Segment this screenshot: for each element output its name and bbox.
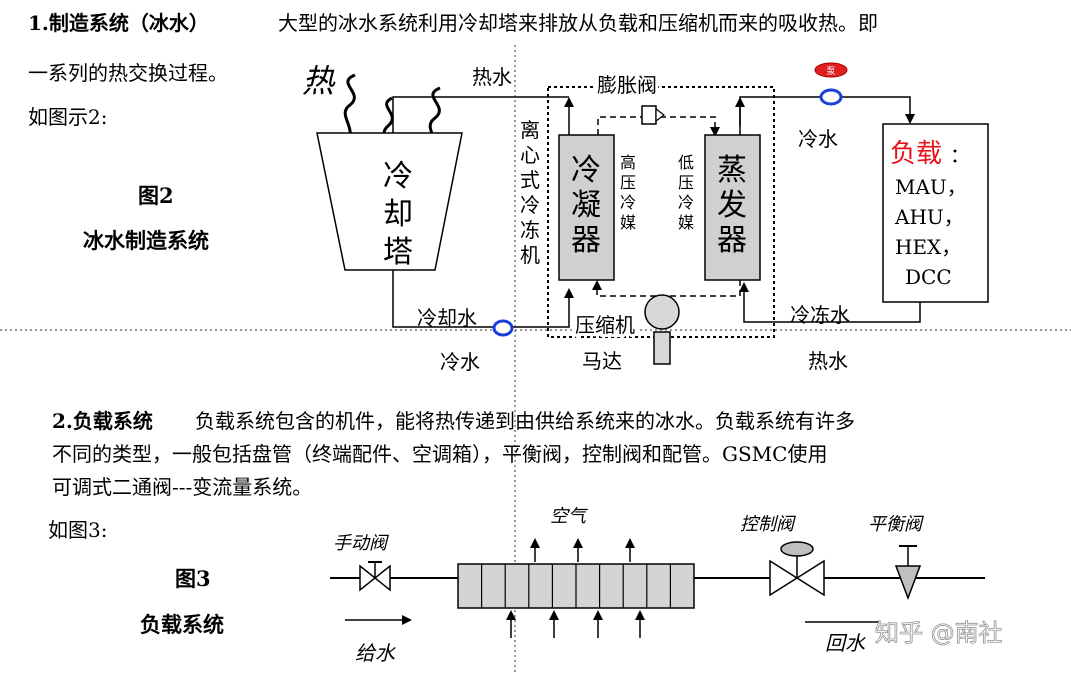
air-arrows-up <box>530 538 635 562</box>
supply-pump-icon <box>819 88 843 106</box>
evaporator-label: 蒸 发 器 <box>717 153 747 258</box>
figure2-title: 冰水制造系统 <box>83 228 209 253</box>
supply-water-label: 给水 <box>355 641 396 665</box>
compressor-label-bg: 压缩机 <box>575 313 635 337</box>
steam-wave-1 <box>343 73 356 144</box>
load-item-hex: HEX， <box>895 235 961 259</box>
pump-badge-label: 泵 <box>826 66 835 77</box>
load-item-ahu: AHU， <box>894 205 964 229</box>
svg-text:媒: 媒 <box>678 213 694 232</box>
expansion-valve-label-bg: 膨胀阀 <box>597 73 657 97</box>
cooling-water-pump-icon <box>492 319 514 337</box>
load-box <box>882 123 989 303</box>
figure2-number: 图2 <box>138 183 174 208</box>
chilled-water-return-pipe <box>739 282 921 323</box>
cooling-water-label: 冷却水 <box>417 306 477 330</box>
cold-water-top-label: 冷水 <box>798 127 838 151</box>
control-valve-actuator-icon <box>780 541 814 557</box>
svg-text:离: 离 <box>520 118 540 142</box>
svg-text:凝: 凝 <box>571 188 601 223</box>
refrigerant-low-to-high-line <box>592 280 741 297</box>
expansion-valve-label: 膨胀阀 <box>597 73 657 97</box>
balance-valve-label: 平衡阀 <box>868 514 924 535</box>
section2-para-line1: 负载系统包含的机件，能将热传递到由供给系统来的冰水。负载系统有许多 <box>195 409 855 433</box>
compressor-label: 压缩机 <box>575 313 635 337</box>
motor-icon <box>653 331 671 365</box>
svg-text:低: 低 <box>678 153 694 172</box>
coil-dividers <box>481 564 672 608</box>
pump-badge-icon <box>814 62 848 78</box>
load-item-mau: MAU， <box>895 175 967 199</box>
return-water-label: 回水 <box>825 631 866 655</box>
expansion-valve-icon <box>641 105 657 125</box>
balance-valve-icon <box>894 565 922 601</box>
condenser <box>558 134 615 281</box>
section1-intro-line2: 一系列的热交换过程。 <box>28 61 228 85</box>
section2-heading: 2.负载系统 <box>52 409 153 433</box>
cold-water-bottom-label: 冷水 <box>440 350 480 374</box>
condenser-label: 冷 凝 器 <box>571 153 601 258</box>
svg-text:冷: 冷 <box>620 193 636 212</box>
heat-label: 热 <box>302 62 336 100</box>
control-valve-label: 控制阀 <box>740 514 796 535</box>
refrigerant-high-to-low-line <box>597 116 720 137</box>
svg-text:冷: 冷 <box>678 193 694 212</box>
load-colon: ： <box>950 143 970 167</box>
high-pressure-refrigerant-label: 高 压 冷 媒 <box>620 153 636 232</box>
load-item-dcc: DCC <box>905 265 952 289</box>
svg-text:高: 高 <box>620 153 636 172</box>
expansion-valve-tip <box>655 107 665 123</box>
figure3-title: 负载系统 <box>140 612 224 637</box>
air-arrows-in <box>506 610 645 638</box>
chiller-vertical-label: 离 心 式 冷 冻 机 <box>520 118 540 267</box>
load-title: 负载 <box>890 139 942 169</box>
tower-label-3: 塔 <box>383 235 413 270</box>
section2-para-line3: 可调式二通阀---变流量系统。 <box>52 475 312 499</box>
tower-label-1: 冷 <box>383 159 413 194</box>
svg-text:冷: 冷 <box>571 153 601 188</box>
svg-text:机: 机 <box>520 243 540 267</box>
manual-valve-label: 手动阀 <box>333 533 389 554</box>
cooling-tower <box>316 132 463 271</box>
air-label: 空气 <box>550 506 588 527</box>
motor-label: 马达 <box>582 349 622 373</box>
svg-text:冷: 冷 <box>520 193 540 217</box>
section1-see-figure: 如图示2: <box>28 105 107 129</box>
svg-text:心: 心 <box>520 143 540 167</box>
cooling-water-pipe <box>392 270 574 328</box>
figure3-number: 图3 <box>175 566 211 591</box>
section2-see-figure: 如图3: <box>48 518 107 542</box>
svg-text:发: 发 <box>717 188 747 223</box>
hot-water-pipe-top <box>392 96 569 133</box>
svg-text:冻: 冻 <box>520 218 540 242</box>
svg-text:式: 式 <box>520 168 540 192</box>
chilled-water-label: 冷冻水 <box>790 303 850 327</box>
svg-text:压: 压 <box>678 173 694 192</box>
hot-water-bottom-label: 热水 <box>808 349 848 373</box>
control-valve-icon <box>769 559 825 597</box>
section2-para-line2: 不同的类型，一般包括盘管（终端配件、空调箱），平衡阀，控制阀和配管。GSMC使用 <box>52 442 827 466</box>
section1-heading: 1.制造系统（冰水） <box>28 11 209 35</box>
evaporator <box>704 134 761 281</box>
low-pressure-refrigerant-label: 低 压 冷 媒 <box>678 153 694 232</box>
svg-text:器: 器 <box>717 223 747 258</box>
svg-text:压: 压 <box>620 173 636 192</box>
svg-text:蒸: 蒸 <box>717 153 747 188</box>
tower-label-2: 却 <box>383 197 413 232</box>
svg-text:器: 器 <box>571 223 601 258</box>
watermark: 知乎 @南社 <box>875 619 1003 647</box>
section1-intro-line1: 大型的冰水系统利用冷却塔来排放从负载和压缩机而来的吸收热。即 <box>278 11 878 35</box>
svg-text:媒: 媒 <box>620 213 636 232</box>
hot-water-top-label: 热水 <box>472 65 512 89</box>
compressor-icon <box>644 294 680 330</box>
